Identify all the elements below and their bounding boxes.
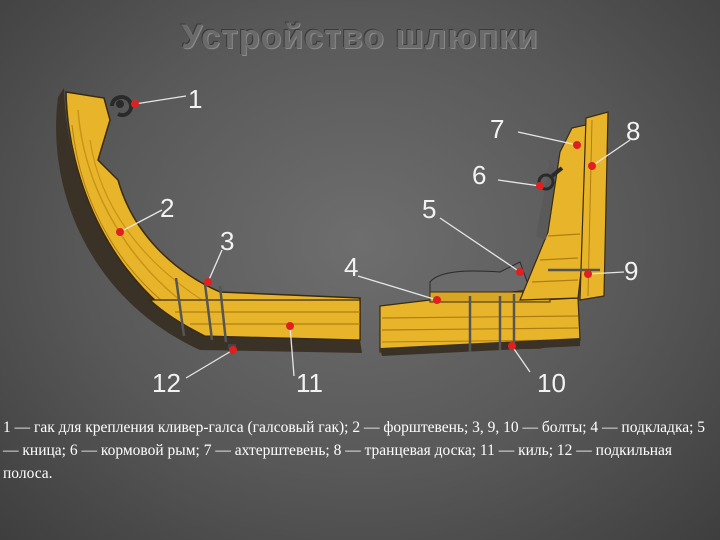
marker-8 xyxy=(588,162,596,170)
label-11: 11 xyxy=(296,368,323,398)
figure-caption: 1 — гак для крепления кливер-галса (галс… xyxy=(3,419,706,482)
marker-11 xyxy=(286,322,294,330)
label-10: 10 xyxy=(537,368,566,398)
keel-planks xyxy=(148,299,361,341)
sternpost-and-transom-drawing xyxy=(379,111,609,356)
marker-10 xyxy=(508,342,516,350)
label-9: 9 xyxy=(624,256,638,286)
hook-shape xyxy=(110,95,133,117)
marker-3 xyxy=(204,278,212,286)
stem-and-keel-drawing xyxy=(56,88,362,353)
label-1: 1 xyxy=(188,84,202,114)
leader-lines xyxy=(119,95,631,379)
label-8: 8 xyxy=(626,116,640,146)
label-6: 6 xyxy=(472,160,486,190)
keel-strip xyxy=(56,88,362,353)
marker-7 xyxy=(573,141,581,149)
marker-points xyxy=(116,100,596,354)
label-7: 7 xyxy=(490,114,504,144)
label-2: 2 xyxy=(160,193,174,223)
marker-5 xyxy=(516,268,524,276)
marker-9 xyxy=(584,270,592,278)
marker-6 xyxy=(536,182,544,190)
marker-4 xyxy=(433,296,441,304)
sternpost-shape xyxy=(519,123,591,301)
number-labels: 1 2 3 4 5 6 7 8 9 10 11 12 xyxy=(152,84,640,398)
marker-12 xyxy=(229,346,237,354)
marker-2 xyxy=(116,228,124,236)
knee-shape xyxy=(429,261,531,301)
label-5: 5 xyxy=(422,194,436,224)
slide-title: Устройство шлюпки xyxy=(181,18,539,56)
stern-ring-shape xyxy=(537,173,555,191)
label-3: 3 xyxy=(220,226,234,256)
label-4: 4 xyxy=(344,252,358,282)
marker-1 xyxy=(131,100,139,108)
transom-shape xyxy=(579,111,609,301)
label-12: 12 xyxy=(152,368,181,398)
